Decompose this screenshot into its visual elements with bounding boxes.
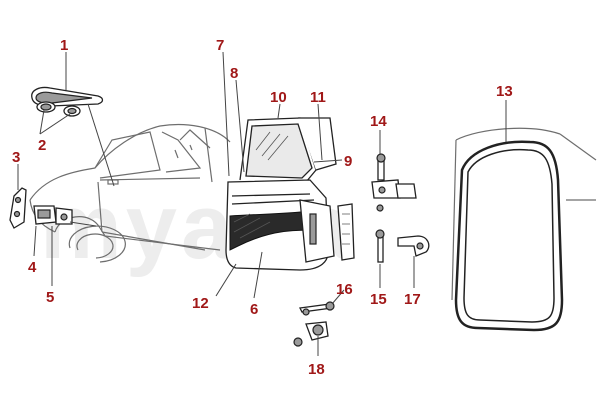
door-handle-part bbox=[31, 86, 104, 117]
callout-7: 7 bbox=[216, 37, 224, 54]
hinge-pins-part bbox=[371, 153, 417, 263]
callout-17: 17 bbox=[404, 291, 421, 308]
callout-1: 1 bbox=[60, 37, 68, 54]
callout-13: 13 bbox=[496, 83, 513, 100]
screws-part bbox=[293, 301, 335, 347]
callout-15: 15 bbox=[370, 291, 387, 308]
striker-bracket-part bbox=[9, 187, 27, 229]
callout-14: 14 bbox=[370, 113, 387, 130]
callout-11: 11 bbox=[310, 89, 326, 106]
car-body bbox=[29, 123, 231, 263]
callout-4: 4 bbox=[28, 259, 37, 276]
leader-lines bbox=[17, 51, 507, 356]
callout-labels: 1 2 3 4 5 6 7 8 9 10 11 12 13 14 15 16 1… bbox=[12, 37, 513, 378]
callout-8: 8 bbox=[230, 65, 238, 82]
callout-12: 12 bbox=[192, 295, 209, 312]
callout-5: 5 bbox=[46, 289, 54, 306]
callout-3: 3 bbox=[12, 149, 20, 166]
callout-6: 6 bbox=[250, 301, 258, 318]
callout-2: 2 bbox=[38, 137, 46, 154]
door-assembly bbox=[225, 117, 355, 271]
door-seal-assembly bbox=[451, 127, 597, 332]
callout-9: 9 bbox=[344, 153, 352, 170]
callout-18: 18 bbox=[308, 361, 325, 378]
check-strap-part bbox=[397, 235, 430, 257]
callout-16: 16 bbox=[336, 281, 353, 298]
lock-block-part bbox=[33, 205, 73, 225]
callout-10: 10 bbox=[270, 89, 287, 106]
